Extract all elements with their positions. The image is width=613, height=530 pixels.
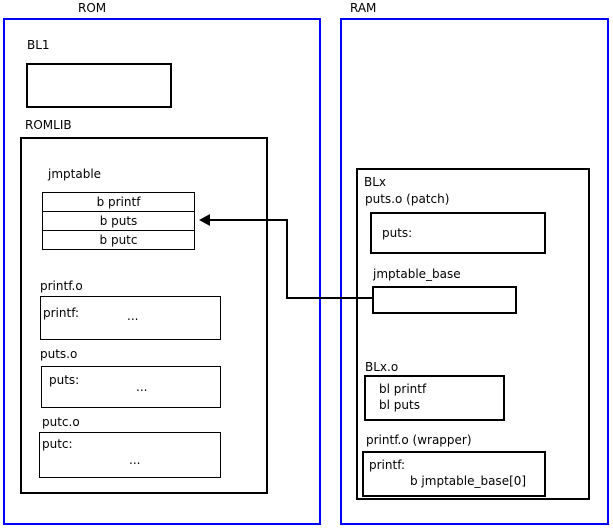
connector-segment-top-horizontal <box>210 219 288 221</box>
printf-wrapper-box: printf: b jmptable_base[0] <box>362 451 546 497</box>
rom-region-label: ROM <box>78 1 107 15</box>
ram-region <box>340 18 609 525</box>
puts-o-symbol: puts: <box>49 373 80 387</box>
putc-o-body: ... <box>129 453 141 467</box>
puts-patch-box: puts: <box>370 212 546 254</box>
blx-o-line2: bl puts <box>379 398 420 412</box>
printf-o-label: printf.o <box>40 279 83 293</box>
puts-o-body: ... <box>136 380 148 394</box>
blx-o-line1: bl printf <box>379 382 427 396</box>
printf-o-box: printf: ... <box>40 296 221 340</box>
blx-label: BLx <box>364 175 387 189</box>
bl1-label: BL1 <box>27 38 50 52</box>
romlib-label: ROMLIB <box>25 118 72 132</box>
putc-o-symbol: putc: <box>42 437 73 451</box>
connector-segment-bottom-horizontal <box>286 297 373 299</box>
puts-o-label: puts.o <box>40 347 78 361</box>
printf-wrapper-instruction: b jmptable_base[0] <box>410 474 527 488</box>
jmptable-label: jmptable <box>48 167 102 181</box>
putc-o-box: putc: ... <box>39 432 221 478</box>
printf-wrapper-symbol: printf: <box>369 458 406 472</box>
puts-patch-label: puts.o (patch) <box>365 192 450 206</box>
jmptable-entry-putc: b putc <box>42 230 195 250</box>
jmptable-entry-puts: b puts <box>42 211 195 231</box>
printf-wrapper-label: printf.o (wrapper) <box>366 433 472 447</box>
blx-o-label: BLx.o <box>365 360 399 374</box>
rom-region <box>3 18 321 525</box>
ram-region-label: RAM <box>350 1 377 15</box>
printf-o-body: ... <box>127 309 139 323</box>
connector-arrowhead-icon <box>199 214 210 226</box>
puts-patch-symbol: puts: <box>382 226 413 240</box>
puts-o-box: puts: ... <box>41 366 221 408</box>
printf-o-symbol: printf: <box>43 306 80 320</box>
jmptable-base-label: jmptable_base <box>373 267 461 281</box>
jmptable-base-box <box>372 286 517 314</box>
bl1-box <box>26 63 172 108</box>
connector-segment-vertical <box>286 219 288 299</box>
blx-o-box: bl printf bl puts <box>364 375 505 421</box>
jmptable-entry-printf: b printf <box>42 192 195 212</box>
putc-o-label: putc.o <box>42 415 80 429</box>
